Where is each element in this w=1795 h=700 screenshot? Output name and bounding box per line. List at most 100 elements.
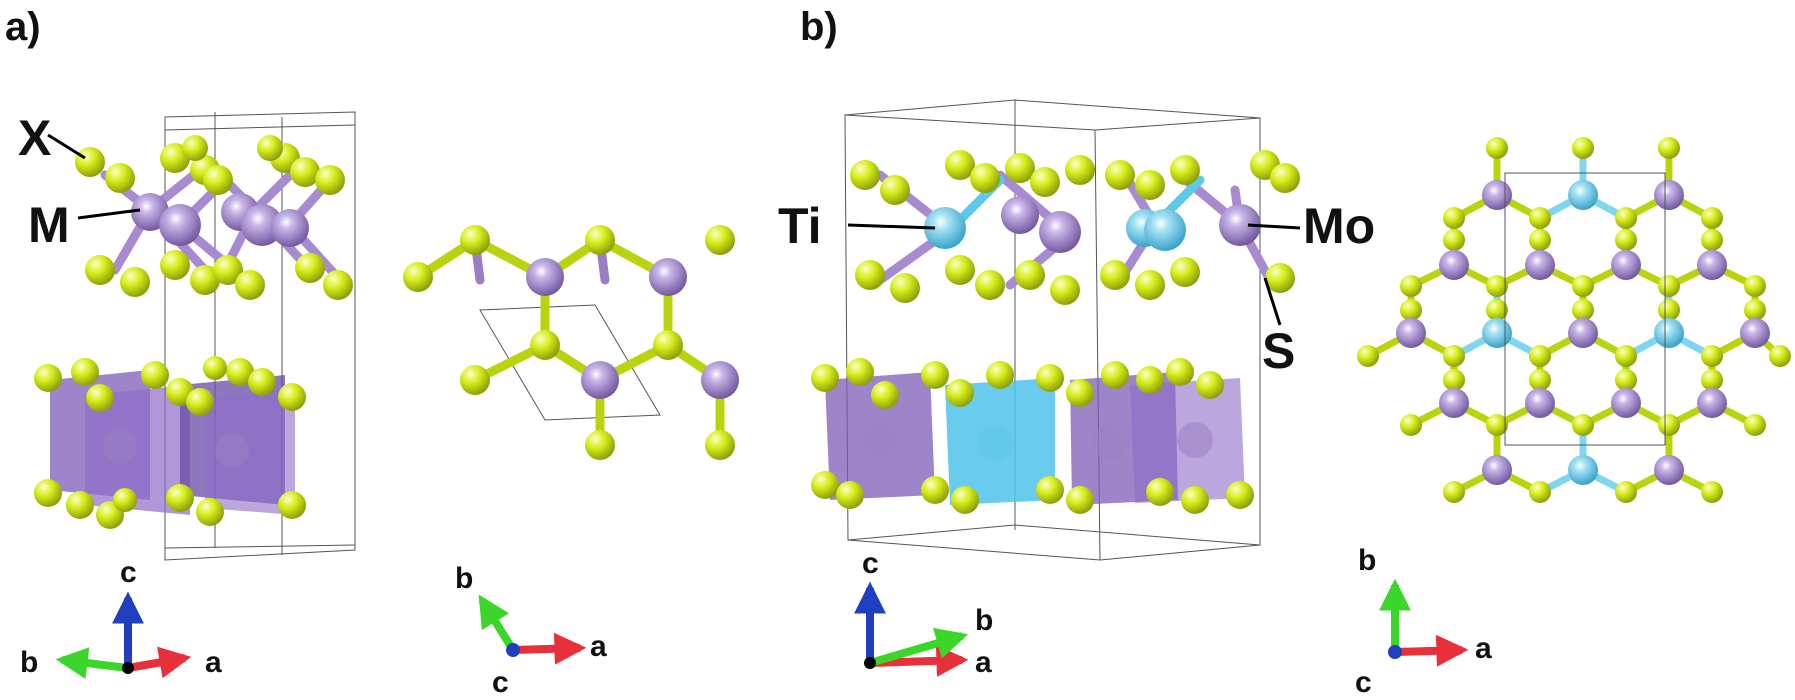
leader-ti <box>847 223 936 230</box>
panel-a-top-view: b c a <box>403 225 739 699</box>
axis-label-b: b <box>20 646 38 679</box>
panel-label-b: b) <box>800 5 838 49</box>
chalcogen-atom <box>1615 345 1637 367</box>
metal-atom <box>1697 388 1727 418</box>
axis-label-a: a <box>1475 632 1492 665</box>
axis-triad-icon <box>478 594 587 665</box>
chalcogen-atom <box>1615 369 1637 391</box>
ti-atom <box>1568 455 1598 485</box>
leader-x <box>47 133 86 160</box>
panel-b-side-view: Ti Mo S c b a <box>778 99 1375 679</box>
metal-atom <box>1525 250 1555 280</box>
ti-atom <box>1654 318 1684 348</box>
metal-atom <box>1740 318 1770 348</box>
chalcogen-atom <box>1400 299 1422 321</box>
chalcogen-atom <box>1400 414 1422 436</box>
chalcogen-atom <box>1744 414 1766 436</box>
chalcogen-atom <box>1400 275 1422 297</box>
chalcogen-atoms-polyhedra <box>34 356 306 529</box>
octahedron-icon <box>825 372 1245 505</box>
axis-label-b: b <box>975 604 993 637</box>
chalcogen-atoms-bottom <box>85 250 353 300</box>
metal-atom <box>1482 180 1512 210</box>
chalcogen-atom <box>1529 481 1551 503</box>
chalcogen-atom <box>1769 345 1791 367</box>
axis-label-c: c <box>1355 666 1372 699</box>
panel-label-a: a) <box>5 5 41 49</box>
metal-atom <box>1611 388 1641 418</box>
axis-label-a: a <box>205 646 222 679</box>
metal-atoms <box>924 196 1261 253</box>
chalcogen-atom <box>1701 369 1723 391</box>
chalcogen-atom <box>1701 345 1723 367</box>
chalcogen-atom <box>1443 207 1465 229</box>
chalcogen-atoms-top <box>850 150 1300 205</box>
metal-atom <box>1654 455 1684 485</box>
chalcogen-atom <box>1701 207 1723 229</box>
chalcogen-atom <box>1658 414 1680 436</box>
metal-atom <box>1568 318 1598 348</box>
chalcogen-atom <box>1529 369 1551 391</box>
chalcogen-atoms-bottom <box>855 255 1295 305</box>
axis-triad-icon <box>55 591 192 679</box>
chalcogen-atoms-polyhedra <box>811 358 1254 514</box>
chalcogen-atom <box>1529 345 1551 367</box>
metal-atoms <box>131 193 309 247</box>
chalcogen-atoms-top <box>75 135 345 195</box>
chalcogen-atom <box>1615 229 1637 251</box>
chalcogen-atom <box>1658 275 1680 297</box>
chalcogen-atom <box>1572 299 1594 321</box>
metal-atom <box>1439 388 1469 418</box>
metal-atom <box>1611 250 1641 280</box>
axis-label-b: b <box>455 562 473 595</box>
panel-b-top-view <box>1357 137 1791 503</box>
axis-triad-icon <box>1379 578 1469 667</box>
chalcogen-atom <box>1615 207 1637 229</box>
chalcogen-atom <box>1615 481 1637 503</box>
atom-label-m: M <box>28 197 70 253</box>
metal-atom <box>1482 455 1512 485</box>
chalcogen-atom <box>1572 275 1594 297</box>
chalcogen-atom <box>1443 369 1465 391</box>
atom-label-s: S <box>1262 323 1295 379</box>
chalcogen-atom <box>1658 137 1680 159</box>
chalcogen-atom <box>1486 414 1508 436</box>
axis-label-a: a <box>975 646 992 679</box>
chalcogen-atom <box>1486 299 1508 321</box>
chalcogen-atom <box>1443 345 1465 367</box>
chalcogen-atom <box>1443 481 1465 503</box>
chalcogen-atom <box>1744 275 1766 297</box>
ti-atom <box>1482 318 1512 348</box>
axis-label-c: c <box>862 547 879 580</box>
leader-m <box>77 208 141 220</box>
chalcogen-atom <box>1744 299 1766 321</box>
chalcogen-atom <box>1701 481 1723 503</box>
metal-atom <box>1697 250 1727 280</box>
chalcogen-atom <box>1486 275 1508 297</box>
atom-label-mo: Mo <box>1303 198 1375 254</box>
axis-label-b: b <box>1358 544 1376 577</box>
metal-atom <box>1654 180 1684 210</box>
metal-atom <box>1396 318 1426 348</box>
chalcogen-atom <box>1357 345 1379 367</box>
chalcogen-atom <box>1658 299 1680 321</box>
metal-atom <box>1439 250 1469 280</box>
atom-label-ti: Ti <box>778 198 822 254</box>
axis-triad-icon <box>854 581 969 677</box>
metal-atom <box>1525 388 1555 418</box>
ti-atom <box>1568 180 1598 210</box>
chalcogen-atom <box>1486 137 1508 159</box>
atom-label-x: X <box>18 110 51 166</box>
leader-s <box>1263 277 1282 326</box>
panel-a-side-view: X M c b a <box>18 110 356 679</box>
chalcogen-atom <box>1529 229 1551 251</box>
chalcogen-atom <box>1572 137 1594 159</box>
axis-label-c: c <box>492 666 509 699</box>
unit-cell-icon <box>1504 172 1666 446</box>
axis-label-a: a <box>590 630 607 663</box>
chalcogen-atom <box>1529 207 1551 229</box>
leader-mo <box>1247 223 1301 230</box>
chalcogen-atom <box>1701 229 1723 251</box>
axis-label-c: c <box>120 556 137 589</box>
